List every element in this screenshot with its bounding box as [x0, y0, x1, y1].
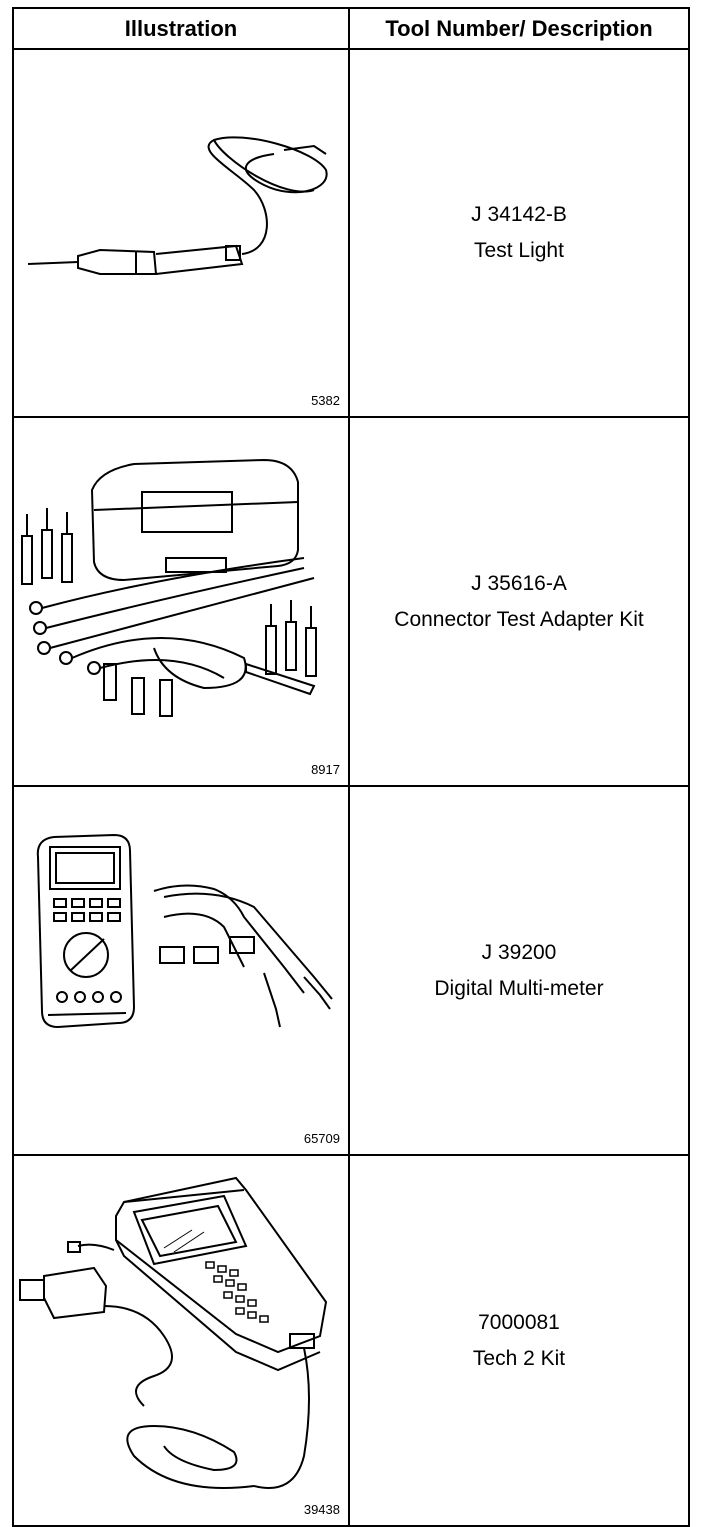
- multimeter-icon: [36, 833, 333, 1029]
- table-row: 39438 7000081 Tech 2 Kit: [14, 1156, 688, 1525]
- tool-description: Tech 2 Kit: [472, 1346, 566, 1370]
- illustration-cell: 65709: [14, 787, 350, 1154]
- figure-number: 5382: [311, 393, 340, 408]
- figure-number: 39438: [303, 1502, 340, 1517]
- tool-number: 7000081: [478, 1310, 560, 1334]
- header-tool-number: Tool Number/ Description: [385, 15, 653, 41]
- description-cell: 7000081 Tech 2 Kit: [350, 1156, 688, 1525]
- figure-number: 65709: [303, 1131, 340, 1146]
- tool-number: J 35616-A: [471, 571, 567, 595]
- tool-description: Digital Multi-meter: [434, 976, 604, 1000]
- tool-number: J 34142-B: [471, 203, 567, 226]
- illustration-cell: 8917: [14, 418, 350, 785]
- description-cell: J 39200 Digital Multi-meter: [350, 787, 688, 1154]
- figure-number: 8917: [311, 762, 340, 777]
- illustration-cell: 39438: [14, 1156, 350, 1525]
- tool-table: Illustration Tool Number/ Description 53…: [12, 7, 690, 1527]
- table-header: Illustration Tool Number/ Description: [14, 9, 688, 50]
- table-row: 8917 J 35616-A Connector Test Adapter Ki…: [14, 418, 688, 787]
- illustration-cell: 5382: [14, 50, 350, 416]
- table-row: 65709 J 39200 Digital Multi-meter: [14, 787, 688, 1156]
- table-row: 5382 J 34142-B Test Light: [14, 50, 688, 418]
- tool-description: Test Light: [474, 239, 564, 262]
- tool-number: J 39200: [481, 940, 557, 964]
- header-illustration: Illustration: [14, 9, 350, 48]
- description-cell: J 34142-B Test Light: [350, 50, 688, 416]
- test-light-icon: [27, 136, 328, 275]
- tech2-icon: [19, 1176, 328, 1489]
- adapter-kit-icon: [21, 458, 317, 717]
- tool-description: Connector Test Adapter Kit: [394, 607, 644, 631]
- description-cell: J 35616-A Connector Test Adapter Kit: [350, 418, 688, 785]
